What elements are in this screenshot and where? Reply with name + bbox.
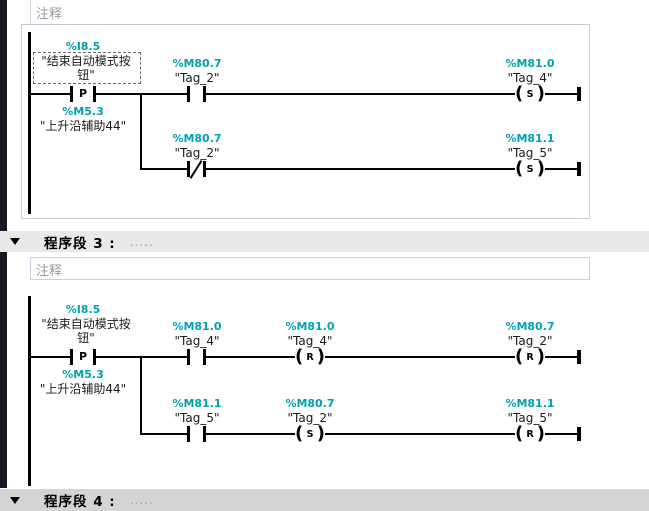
contact-p-edge[interactable] bbox=[73, 349, 93, 365]
coil-paren: ( bbox=[295, 346, 304, 367]
operand-name[interactable]: "Tag_2" bbox=[174, 71, 220, 85]
rung-line bbox=[140, 433, 578, 435]
contact-bar bbox=[70, 86, 73, 102]
operand-address[interactable]: %M81.0 bbox=[505, 57, 555, 70]
operand-address[interactable]: %I8.5 bbox=[65, 303, 101, 316]
coil-paren: ( bbox=[295, 423, 304, 444]
window-edge-strip bbox=[0, 0, 7, 511]
operand-name[interactable]: "结束自动模式按 钮" bbox=[41, 317, 131, 345]
collapse-triangle-icon[interactable] bbox=[10, 496, 20, 504]
operand-address[interactable]: %I8.5 bbox=[65, 40, 101, 53]
contact-bar bbox=[203, 86, 206, 102]
contact-no[interactable] bbox=[190, 86, 203, 102]
contact-bar bbox=[187, 161, 190, 177]
operand-address[interactable]: %M80.7 bbox=[285, 397, 335, 410]
operand-name[interactable]: "Tag_2" bbox=[174, 146, 220, 160]
coil-paren: ) bbox=[316, 346, 325, 367]
operand-address[interactable]: %M80.7 bbox=[172, 132, 222, 145]
coil-r[interactable]: (R) bbox=[515, 423, 545, 444]
rail-end-tick bbox=[577, 427, 581, 441]
rung-line bbox=[31, 93, 578, 95]
contact-bar bbox=[70, 349, 73, 365]
rung-line bbox=[140, 168, 578, 170]
operand-address[interactable]: %M5.3 bbox=[62, 105, 104, 118]
network-4-title[interactable]: 程序段 4 : bbox=[44, 494, 116, 510]
coil-paren: ( bbox=[515, 423, 524, 444]
contact-no[interactable] bbox=[190, 426, 203, 442]
contact-no[interactable] bbox=[190, 349, 203, 365]
contact-bar bbox=[187, 426, 190, 442]
coil-paren: ( bbox=[515, 346, 524, 367]
coil-paren: ) bbox=[536, 423, 545, 444]
network-3-header[interactable]: 程序段 3 : ..... bbox=[0, 231, 649, 252]
rail-end-tick bbox=[577, 162, 581, 176]
rail-end-tick bbox=[577, 87, 581, 101]
branch-line bbox=[140, 94, 142, 169]
coil-s[interactable]: (S) bbox=[515, 158, 545, 179]
network-3-title-dots: ..... bbox=[129, 234, 154, 249]
operand-address[interactable]: %M5.3 bbox=[62, 368, 104, 381]
comment-placeholder: 注释 bbox=[36, 264, 63, 279]
network-2-comment-field[interactable]: 注释 bbox=[30, 0, 590, 24]
operand-name[interactable]: "Tag_4" bbox=[287, 334, 333, 348]
operand-name[interactable]: "Tag_5" bbox=[174, 411, 220, 425]
coil-r[interactable]: (R) bbox=[295, 346, 325, 367]
coil-paren: ( bbox=[515, 83, 524, 104]
coil-s[interactable]: (S) bbox=[295, 423, 325, 444]
operand-address[interactable]: %M81.1 bbox=[172, 397, 222, 410]
operand-name[interactable]: "结束自动模式按 钮" bbox=[41, 54, 131, 82]
operand-name[interactable]: "Tag_5" bbox=[507, 146, 553, 160]
contact-bar bbox=[93, 349, 96, 365]
coil-paren: ) bbox=[536, 83, 545, 104]
power-rail bbox=[28, 32, 31, 214]
contact-bar bbox=[93, 86, 96, 102]
comment-placeholder: 注释 bbox=[36, 7, 63, 22]
operand-name[interactable]: "Tag_2" bbox=[287, 411, 333, 425]
operand-name[interactable]: "上升沿辅助44" bbox=[39, 382, 127, 396]
network-4-title-dots: ..... bbox=[129, 493, 154, 507]
p-edge-letter: P bbox=[78, 87, 88, 100]
selected-network-outline bbox=[21, 24, 590, 219]
coil-letter: S bbox=[526, 163, 534, 175]
operand-name[interactable]: "Tag_4" bbox=[174, 334, 220, 348]
operand-address[interactable]: %M80.7 bbox=[505, 320, 555, 333]
branch-line bbox=[140, 357, 142, 434]
operand-address[interactable]: %M81.0 bbox=[285, 320, 335, 333]
network-3-comment-field[interactable]: 注释 bbox=[30, 257, 590, 280]
collapse-triangle-icon[interactable] bbox=[10, 238, 20, 245]
contact-bar bbox=[203, 349, 206, 365]
coil-letter: R bbox=[306, 351, 314, 363]
operand-name-selection-box bbox=[33, 52, 141, 84]
contact-bar bbox=[187, 86, 190, 102]
coil-paren: ) bbox=[316, 423, 325, 444]
coil-letter: S bbox=[526, 88, 534, 100]
operand-address[interactable]: %M81.0 bbox=[172, 320, 222, 333]
network-4-header[interactable]: 程序段 4 : ..... bbox=[0, 488, 649, 511]
contact-p-edge[interactable] bbox=[73, 86, 93, 102]
operand-name[interactable]: "上升沿辅助44" bbox=[39, 119, 127, 133]
coil-paren: ) bbox=[536, 346, 545, 367]
coil-paren: ( bbox=[515, 158, 524, 179]
network-3-title[interactable]: 程序段 3 : bbox=[44, 235, 116, 252]
coil-paren: ) bbox=[536, 158, 545, 179]
coil-letter: R bbox=[526, 428, 534, 440]
coil-r[interactable]: (R) bbox=[515, 346, 545, 367]
operand-address[interactable]: %M80.7 bbox=[172, 57, 222, 70]
operand-address[interactable]: %M81.1 bbox=[505, 132, 555, 145]
operand-name[interactable]: "Tag_4" bbox=[507, 71, 553, 85]
rail-end-tick bbox=[577, 350, 581, 364]
operand-name[interactable]: "Tag_5" bbox=[507, 411, 553, 425]
coil-s[interactable]: (S) bbox=[515, 83, 545, 104]
operand-name[interactable]: "Tag_2" bbox=[507, 334, 553, 348]
contact-bar bbox=[203, 161, 206, 177]
contact-bar bbox=[203, 426, 206, 442]
coil-letter: S bbox=[306, 428, 314, 440]
contact-bar bbox=[187, 349, 190, 365]
operand-address[interactable]: %M81.1 bbox=[505, 397, 555, 410]
coil-letter: R bbox=[526, 351, 534, 363]
p-edge-letter: P bbox=[78, 350, 88, 363]
power-rail bbox=[28, 296, 31, 486]
